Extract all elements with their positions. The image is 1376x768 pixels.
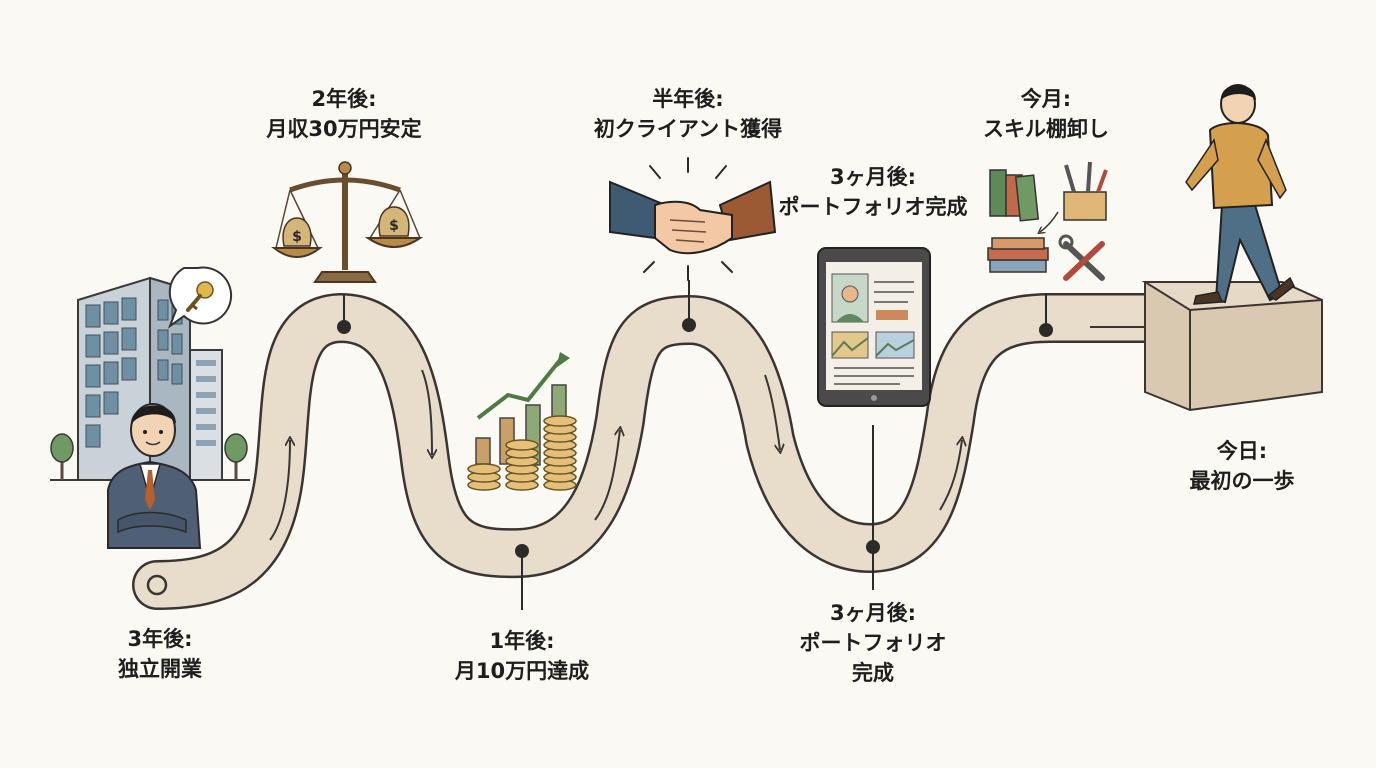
key-icon (167, 266, 233, 329)
milestone-goal: スキル棚卸し (983, 117, 1109, 141)
milestone-time: 1年後: (489, 629, 555, 653)
milestone-goal: 初クライアント獲得 (593, 117, 783, 141)
milestone-time: 3ヶ月後: (829, 601, 916, 625)
direction-arrow (939, 440, 962, 511)
milestone-label-2y: 2年後: 月収30万円安定 (266, 84, 421, 144)
starting-block (1141, 281, 1323, 412)
milestone-time: 今日: (1216, 439, 1268, 463)
milestone-label-3m-lower: 3ヶ月後: ポートフォリオ 完成 (800, 598, 947, 688)
milestone-goal: 最初の一歩 (1189, 469, 1295, 493)
milestone-label-this-month: 今月: スキル棚卸し (983, 84, 1109, 144)
winding-road (132, 293, 1185, 610)
money-bag-icon (378, 206, 410, 237)
tree-icon (224, 433, 248, 480)
road-start-circle (146, 574, 168, 596)
money-bag-icon (282, 217, 312, 247)
direction-arrow (421, 369, 432, 455)
milestone-goal: ポートフォリオ (799, 631, 947, 655)
businessman-illustration (107, 403, 202, 549)
svg-text:$: $ (292, 229, 302, 245)
handshake-icon (609, 157, 777, 281)
curved-arrow (1040, 211, 1059, 232)
marker-2y (337, 320, 351, 334)
direction-arrow (594, 430, 620, 521)
marker-3m (866, 540, 880, 554)
milestone-label-1y: 1年後: 月10万円達成 (455, 626, 589, 686)
books-icon (987, 169, 1049, 273)
milestone-goal-cont: 完成 (852, 661, 894, 685)
milestone-goal: 独立開業 (118, 657, 202, 681)
milestone-label-6m: 半年後: 初クライアント獲得 (594, 84, 782, 144)
milestone-label-3y: 3年後: 独立開業 (118, 624, 202, 684)
walking-person-illustration (1185, 84, 1295, 305)
marker-6m (682, 318, 696, 332)
milestone-label-today: 今日: 最初の一歩 (1190, 436, 1295, 496)
milestone-time: 半年後: (652, 87, 724, 111)
direction-arrow (764, 374, 780, 450)
coin-growth-chart-icon (467, 352, 577, 491)
direction-arrow (269, 440, 290, 541)
milestone-goal: 月10万円達成 (454, 659, 590, 683)
svg-text:$: $ (389, 218, 399, 234)
milestone-time: 2年後: (311, 87, 377, 111)
milestone-goal: 月収30万円安定 (266, 117, 422, 141)
milestone-markers (337, 280, 1053, 610)
toolbox-icon (1063, 161, 1108, 221)
marker-1y (515, 544, 529, 558)
tablet-portfolio-icon (817, 247, 931, 407)
marker-this-month (1039, 323, 1053, 337)
wrench-screwdriver-icon (1058, 234, 1105, 281)
milestone-label-3m-upper: 3ヶ月後: ポートフォリオ完成 (779, 162, 968, 222)
balance-scale-illustration: $ $ (271, 161, 424, 283)
milestone-time: 今月: (1020, 87, 1072, 111)
milestone-time: 3年後: (127, 627, 193, 651)
milestone-goal: ポートフォリオ完成 (778, 195, 968, 219)
milestone-time: 3ヶ月後: (829, 165, 916, 189)
tree-icon (50, 433, 74, 480)
